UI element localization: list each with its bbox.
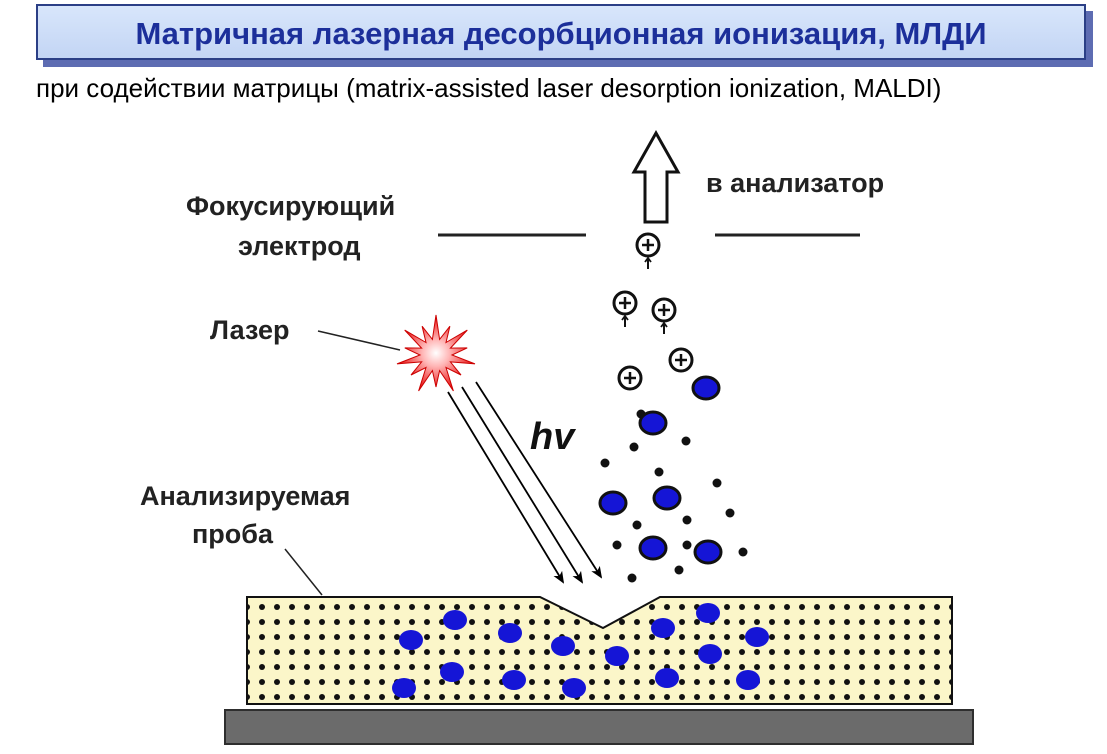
page-title: Матричная лазерная десорбционная ионизац… xyxy=(135,16,987,51)
sample-layer xyxy=(246,596,953,705)
electrode-label-line2: электрод xyxy=(238,231,361,261)
analyte-molecule-icon xyxy=(498,623,522,643)
laser-burst-icon xyxy=(396,314,476,392)
matrix-particle-icon xyxy=(738,547,748,557)
analyte-molecule-icon xyxy=(655,668,679,688)
substrate-plate xyxy=(224,709,974,745)
analyte-molecule-icon xyxy=(605,646,629,666)
matrix-particle-icon xyxy=(654,467,664,477)
matrix-particle-icon xyxy=(725,508,735,518)
analyte-molecule-icon xyxy=(745,627,769,647)
positive-ion-icon xyxy=(668,347,694,373)
matrix-particle-icon xyxy=(682,540,692,550)
analyte-molecule-icon xyxy=(691,375,721,401)
matrix-particle-icon xyxy=(682,515,692,525)
analyte-molecule-icon xyxy=(652,485,682,511)
sample-label-line2: проба xyxy=(192,519,273,549)
analyte-molecule-icon xyxy=(698,644,722,664)
matrix-particle-icon xyxy=(612,540,622,550)
positive-ion-icon xyxy=(612,290,638,327)
sample-label-line1: Анализируемая xyxy=(140,481,351,511)
analyte-molecule-icon xyxy=(562,678,586,698)
analyte-molecule-icon xyxy=(392,678,416,698)
analyte-molecule-icon xyxy=(399,630,423,650)
matrix-particle-icon xyxy=(627,573,637,583)
analyte-molecule-icon xyxy=(696,603,720,623)
up-arrow-icon xyxy=(631,129,681,224)
positive-ion-icon xyxy=(617,365,643,391)
electrode-label-line1: Фокусирующий xyxy=(186,191,396,221)
matrix-particle-icon xyxy=(681,436,691,446)
sample-leader-line xyxy=(284,548,323,596)
embedded-analytes xyxy=(392,603,769,698)
analyte-molecule-icon xyxy=(736,670,760,690)
positive-ions xyxy=(612,232,694,391)
plume-analytes xyxy=(598,375,723,565)
matrix-particle-icon xyxy=(712,478,722,488)
analyte-molecule-icon xyxy=(638,410,668,436)
matrix-particle-icon xyxy=(629,442,639,452)
matrix-particle-icon xyxy=(674,565,684,575)
analyte-molecule-icon xyxy=(443,610,467,630)
laser-label: Лазер xyxy=(210,315,290,345)
page-subtitle: при содействии матрицы (matrix-assisted … xyxy=(36,73,942,103)
title-banner: Матричная лазерная десорбционная ионизац… xyxy=(36,4,1086,60)
analyte-molecule-icon xyxy=(551,636,575,656)
analyte-molecule-icon xyxy=(440,662,464,682)
analyte-molecule-icon xyxy=(638,535,668,561)
matrix-particle-icon xyxy=(632,520,642,530)
analyte-molecule-icon xyxy=(693,539,723,565)
positive-ion-icon xyxy=(651,297,677,334)
photon-label: hv xyxy=(530,416,575,458)
laser-leader-line xyxy=(317,330,401,351)
analyzer-label: в анализатор xyxy=(706,168,885,198)
laser-beams xyxy=(447,381,603,584)
analyte-molecule-icon xyxy=(598,490,628,516)
plume-matrix-particles xyxy=(600,409,748,583)
positive-ion-icon xyxy=(635,232,661,269)
analyte-molecule-icon xyxy=(651,618,675,638)
analyte-molecule-icon xyxy=(502,670,526,690)
matrix-particle-icon xyxy=(600,458,610,468)
